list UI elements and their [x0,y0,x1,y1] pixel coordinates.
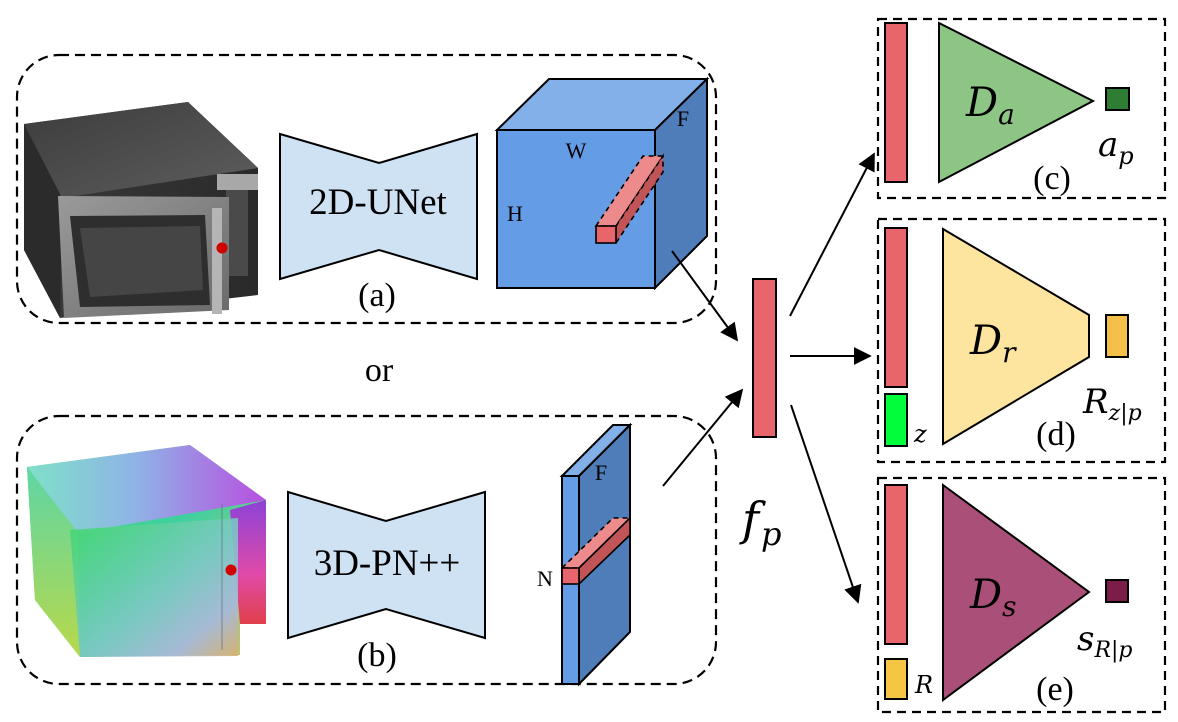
output-ap-label: ap [1098,125,1134,170]
point-cloud-image [27,445,266,657]
caption-b: (b) [357,637,397,674]
feature-map-cube: W H F [494,76,710,291]
latent-z-label: z [913,420,927,448]
rotation-r-input [884,658,908,700]
dim-label-h: H [507,201,523,226]
arrow-b-to-feature [662,388,744,487]
decoder-ds-label: Ds [969,572,1016,623]
decoder-da-label: Da [965,80,1015,131]
keypoint-marker [225,564,237,576]
arrow-to-decoder-e [790,404,862,604]
feature-vector-input [884,227,908,388]
output-rzp-label: Rz|p [1082,382,1142,426]
branch-a-group: 2D-UNet (a) W H F [15,53,718,325]
feature-vector-input [884,484,908,645]
branch-b-dashed-box [15,414,718,686]
2d-unet-label: 2D-UNet [309,182,447,223]
branch-b-group: 3D-PN++ (b) F N [15,414,718,687]
arrow-to-decoder-c [789,152,875,317]
decoder-ds-triangle [942,483,1091,702]
feature-vector-input [884,22,908,183]
3d-pointnet-block [287,490,486,640]
caption-a: (a) [358,277,396,314]
pixel-feature-column [594,153,665,246]
microwave-control-panel [217,174,258,190]
output-ap-square [1105,87,1130,111]
branch-a-dashed-box [15,53,718,325]
2d-unet-block [279,132,478,281]
caption-c: (c) [1033,160,1071,197]
decoder-d-panel: z Dr Rz|p (d) [876,217,1167,464]
decoder-c-dashed-box [876,17,1167,200]
rotation-r-label: R [914,671,933,699]
keypoint-marker [216,242,228,254]
dim-label-f: F [677,106,689,131]
latent-z-input [884,393,908,447]
dim-label-n: N [537,566,553,591]
output-rzp-rect [1105,314,1129,358]
decoder-d-dashed-box [876,217,1167,464]
arrow-a-to-feature [671,250,739,342]
3d-pointnet-label: 3D-PN++ [314,543,461,584]
decoder-da-triangle [938,21,1096,184]
decoder-e-panel: R Ds sR|p (e) [876,476,1167,714]
point-feature-row [560,516,632,586]
caption-d: (d) [1036,416,1076,453]
feature-label-fp: fp [739,492,782,553]
caption-e: (e) [1036,671,1074,708]
feature-vector-fp [752,278,777,438]
microwave-image [24,102,258,318]
decoder-e-dashed-box [876,476,1167,714]
output-srp-square [1105,579,1129,603]
feature-map-slab: F N [537,422,633,687]
decoder-dr-trapezoid [942,227,1090,446]
or-separator: or [365,352,394,389]
decoder-c-panel: Da ap (c) [876,17,1167,200]
dim-label-w: W [566,138,587,163]
output-srp-label: sR|p [1077,619,1133,663]
dim-label-f: F [595,460,607,485]
decoder-dr-label: Dr [969,318,1017,369]
